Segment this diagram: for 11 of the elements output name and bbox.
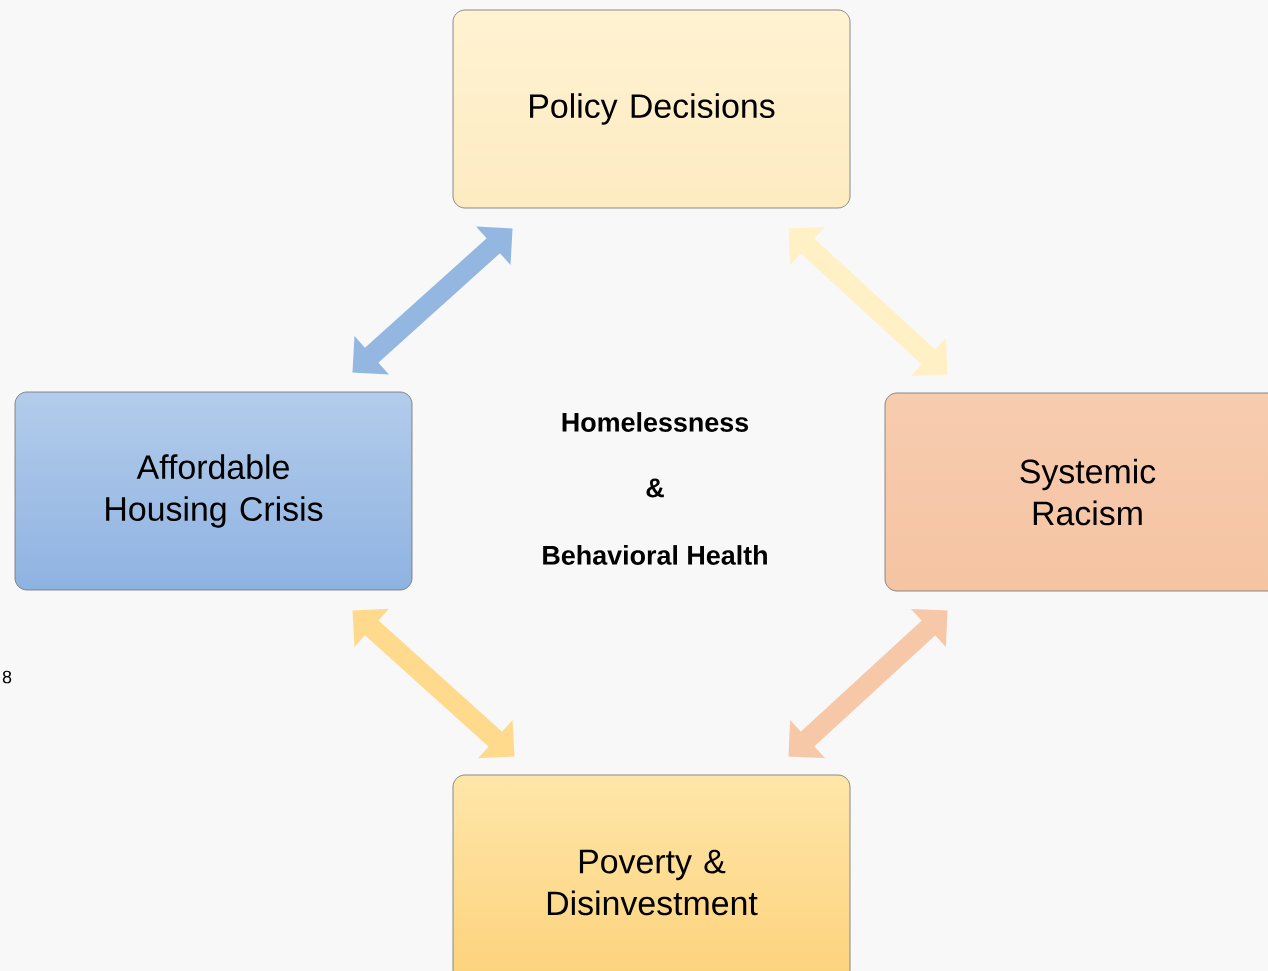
double-arrow [788,227,948,376]
rounded-box: Systemic Racism [884,392,1268,592]
center-title: & [646,478,664,498]
rounded-box: Affordable Housing Crisis [14,391,413,591]
rounded-box: Policy Decisions [452,9,851,209]
double-arrow [788,609,948,758]
rounded-box: Poverty & Disinvestment [452,774,851,971]
center-title: Behavioral Health [543,545,767,565]
page-number: 8 [2,670,12,684]
double-arrow [352,226,513,375]
center-title: Homelessness [562,412,749,432]
